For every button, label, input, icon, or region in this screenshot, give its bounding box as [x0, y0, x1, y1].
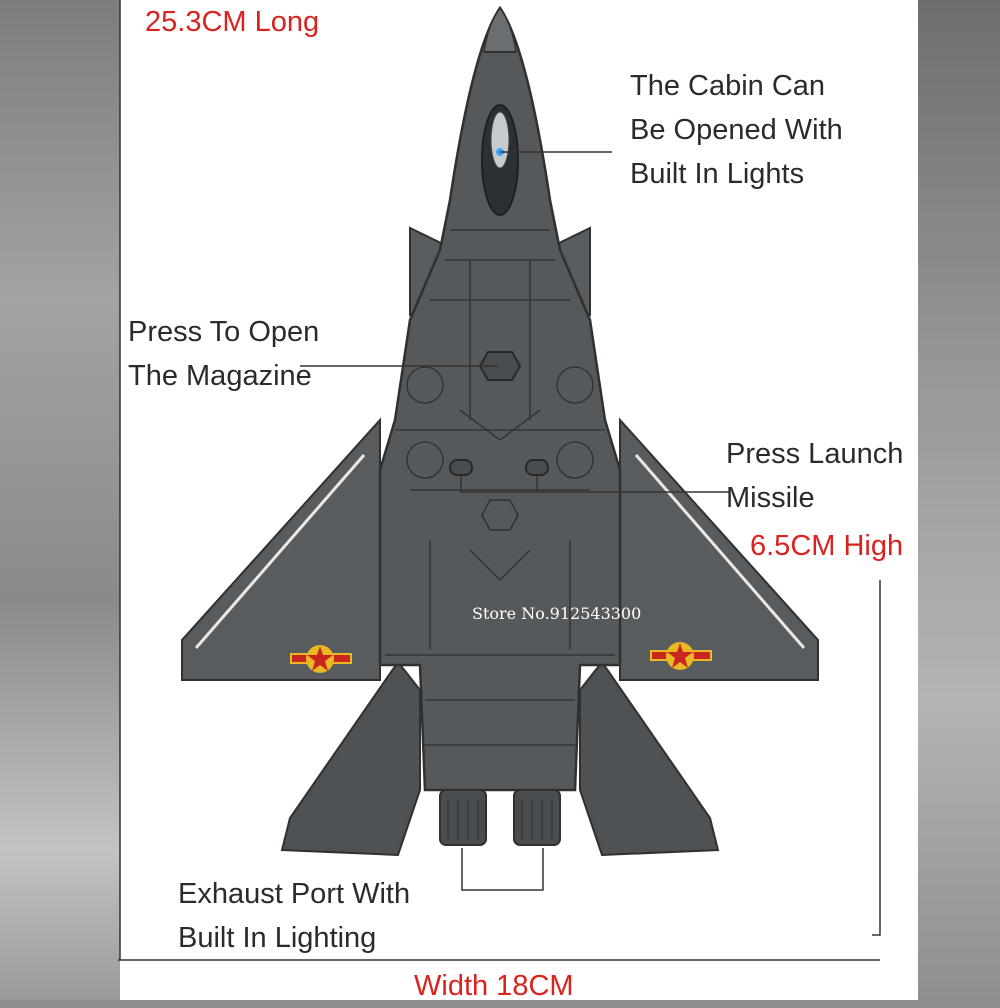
cabin-label-line1: The Cabin Can — [630, 70, 826, 102]
canopy-reflection — [490, 111, 510, 169]
cabin-label-line3: Built In Lights — [630, 158, 805, 190]
length-label: 25.3CM Long — [145, 6, 320, 38]
nose-cone — [483, 6, 517, 53]
right-star-roundel — [650, 642, 712, 670]
exhaust-callout-line — [461, 848, 544, 891]
width-label: Width 18CM — [414, 970, 574, 1002]
missile-label-line2: Missile — [726, 482, 815, 514]
background-right — [918, 0, 1000, 1000]
height-guide-line — [872, 580, 881, 936]
panel-lines — [385, 229, 615, 746]
store-watermark: Store No.912543300 — [472, 604, 642, 623]
right-tail-fin — [579, 660, 720, 857]
exhaust-label-line2: Built In Lighting — [178, 922, 377, 954]
right-wing-edge-highlight — [634, 454, 806, 649]
background-left — [0, 0, 120, 1000]
fuselage — [378, 5, 622, 792]
missile-button-left[interactable] — [449, 459, 473, 476]
star-icon — [667, 643, 693, 668]
missile-label-line1: Press Launch — [726, 438, 904, 470]
magazine-label-line1: Press To Open — [128, 316, 320, 348]
right-exhaust-nozzle — [513, 789, 561, 846]
left-exhaust-nozzle — [439, 789, 487, 846]
left-star-roundel — [290, 645, 352, 673]
cabin-label-line2: Be Opened With — [630, 114, 843, 146]
left-wing-edge-highlight — [194, 454, 366, 649]
nozzle-ribs — [447, 800, 553, 840]
missile-callout-line-left — [460, 475, 730, 493]
center-hex-panel — [481, 499, 519, 531]
left-tail-fin — [280, 660, 421, 857]
magazine-label-line2: The Magazine — [128, 360, 312, 392]
missile-button-right[interactable] — [525, 459, 549, 476]
height-label: 6.5CM High — [750, 530, 904, 562]
exhaust-label-line1: Exhaust Port With — [178, 878, 411, 910]
star-icon — [307, 646, 333, 671]
